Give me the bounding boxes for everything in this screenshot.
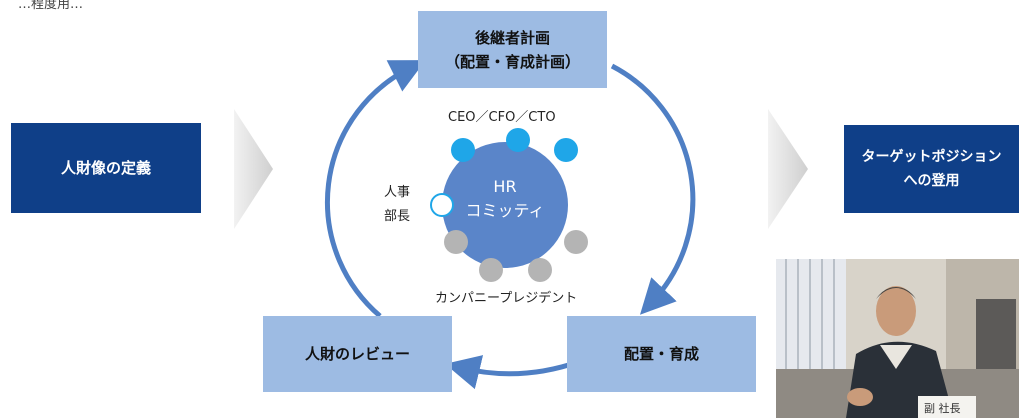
label-hr-head-2: 部長 [384, 209, 411, 224]
box-target-label-2: への登用 [903, 173, 960, 189]
hr-committee-title: HR コミッティ [455, 175, 555, 223]
top-left-fragment: …程度用… [18, 0, 84, 12]
cycle-arrow-right [610, 63, 696, 315]
box-definition: 人財像の定義 [11, 123, 201, 213]
member-dot-cto [554, 138, 578, 162]
member-dot-president-1 [444, 230, 468, 254]
box-succession-label-2: （配置・育成計画） [444, 52, 580, 71]
hr-committee-circle [442, 142, 568, 268]
member-dot-hr-head [430, 193, 454, 217]
box-target-label-1: ターゲットポジション [861, 149, 1002, 165]
label-company-presidents: カンパニープレジデント [435, 291, 578, 306]
member-dot-cfo [506, 128, 530, 152]
member-dot-president-3 [528, 258, 552, 282]
cycle-arrow-bottom [444, 355, 579, 390]
box-placement-label: 配置・育成 [623, 345, 699, 363]
photo-nameplate: 副 社長 [924, 401, 961, 415]
label-hr-head-1: 人事 [384, 185, 411, 200]
member-dot-ceo [451, 138, 475, 162]
cycle-arrow-left [324, 60, 426, 318]
box-placement: 配置・育成 [567, 316, 756, 392]
box-succession-plan: 後継者計画 （配置・育成計画） [418, 11, 607, 88]
speaker-photo: 副 社長 [776, 259, 1019, 418]
box-definition-label: 人財像の定義 [60, 159, 151, 177]
hr-committee-title-2: コミッティ [465, 201, 545, 220]
box-review-label: 人財のレビュー [304, 345, 410, 363]
flow-chevron-left [234, 109, 273, 229]
box-succession-label-1: 後継者計画 [474, 28, 550, 47]
box-target-position: ターゲットポジション への登用 [844, 125, 1019, 213]
speaker-photo-image: 副 社長 [776, 259, 1019, 418]
box-review: 人財のレビュー [263, 316, 452, 392]
label-hr-head: 人事 部長 [384, 181, 410, 229]
member-dot-president-2 [479, 258, 503, 282]
hr-committee-title-1: HR [493, 177, 517, 196]
label-top-members: CEO／CFO／CTO [448, 110, 556, 125]
member-dot-president-4 [564, 230, 588, 254]
flow-chevron-right [768, 109, 808, 229]
